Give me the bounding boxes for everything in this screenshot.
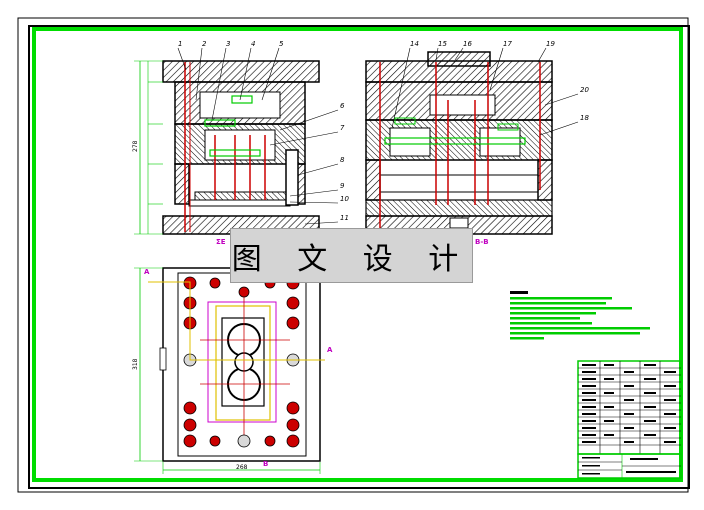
part-number-18: 18 bbox=[580, 114, 589, 122]
part-number-5: 5 bbox=[279, 40, 284, 48]
part-number-2: 2 bbox=[202, 40, 207, 48]
plan-section-b: B bbox=[263, 460, 268, 468]
dim-height: 278 bbox=[132, 140, 139, 152]
dim-plan-height: 318 bbox=[132, 358, 139, 370]
part-number-4: 4 bbox=[251, 40, 255, 48]
right-section-view bbox=[365, 51, 553, 235]
part-number-9: 9 bbox=[340, 182, 345, 190]
part-number-17: 17 bbox=[503, 40, 512, 48]
leader-lines-right bbox=[269, 109, 339, 225]
title-block bbox=[577, 360, 682, 479]
technical-notes bbox=[510, 291, 650, 340]
section-label-left: ΣE bbox=[216, 238, 226, 246]
part-number-1: 1 bbox=[178, 40, 182, 48]
part-number-15: 15 bbox=[438, 40, 447, 48]
left-section-view bbox=[134, 60, 320, 235]
green-frame bbox=[32, 27, 683, 482]
part-number-8: 8 bbox=[340, 156, 345, 164]
part-number-19: 19 bbox=[546, 40, 555, 48]
plan-section-a-left: A bbox=[144, 268, 150, 276]
part-number-16: 16 bbox=[463, 40, 472, 48]
leader-lines-side bbox=[391, 47, 579, 136]
watermark-text: 图 文 设 计 bbox=[231, 241, 472, 277]
title-block-fill bbox=[582, 364, 676, 475]
part-number-3: 3 bbox=[226, 40, 230, 48]
watermark-banner: 图 文 设 计 bbox=[230, 228, 473, 283]
dim-plan-width: 268 bbox=[236, 464, 248, 471]
leader-lines-top bbox=[177, 47, 280, 121]
section-label-bb: B-B bbox=[475, 238, 489, 246]
plan-view bbox=[134, 267, 325, 474]
part-number-6: 6 bbox=[340, 102, 345, 110]
plan-section-a-right: A bbox=[327, 346, 333, 354]
part-number-10: 10 bbox=[340, 195, 349, 203]
sheet-border-inner bbox=[28, 25, 690, 489]
part-number-20: 20 bbox=[580, 86, 589, 94]
part-number-14: 14 bbox=[410, 40, 419, 48]
part-number-11: 11 bbox=[340, 214, 349, 222]
part-number-7: 7 bbox=[340, 124, 345, 132]
